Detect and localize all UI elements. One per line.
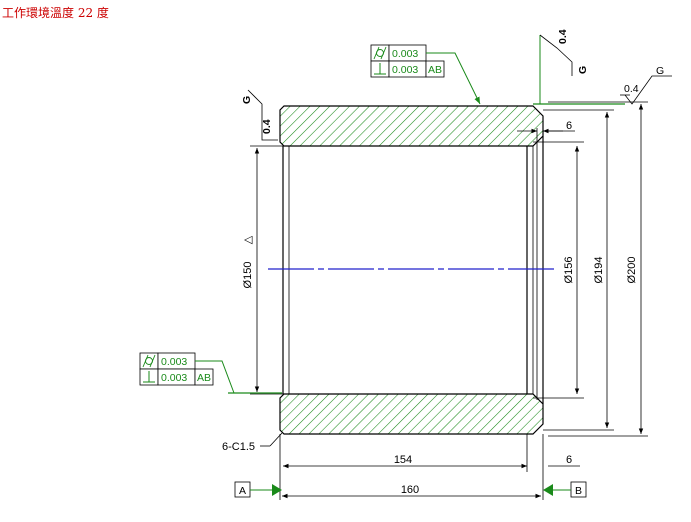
datum-b: B xyxy=(543,481,587,498)
length-dimensions: 154 160 xyxy=(279,434,541,500)
bore-symbol-icon: △ xyxy=(242,235,254,244)
general-roughness-grade: G xyxy=(577,66,589,74)
left-cylindricity-value: 0.003 xyxy=(161,356,187,368)
counterbore-diameter-label: Ø156 xyxy=(563,257,575,284)
part-section xyxy=(268,105,556,435)
outer-diameter-label: Ø200 xyxy=(626,257,638,284)
datum-b-label: B xyxy=(575,485,582,497)
outer-roughness-value: 0.4 xyxy=(624,83,639,95)
left-perpendicularity-value: 0.003 xyxy=(161,372,187,384)
datum-a-label: A xyxy=(239,485,246,497)
bore-dimension: Ø150 △ xyxy=(242,145,283,395)
top-cylindricity-value: 0.003 xyxy=(392,48,418,60)
perpendicularity-icon xyxy=(143,371,155,383)
left-tolerance-frame: 0.003 0.003 AB xyxy=(139,352,282,394)
diameter-dimensions: Ø156 Ø194 Ø200 xyxy=(533,101,648,437)
inner-diameter-label: Ø194 xyxy=(593,257,605,284)
chamfer-label: 6-C1.5 xyxy=(222,441,255,453)
upper-wall-section xyxy=(279,105,544,147)
step-bottom-label: 6 xyxy=(566,454,572,466)
bore-roughness-value: 0.4 xyxy=(261,119,273,134)
left-datum-ref: AB xyxy=(197,372,211,384)
cylindricity-icon xyxy=(373,46,387,60)
bore-roughness-symbol: G 0.4 xyxy=(241,89,278,141)
working-temperature-note: 工作環境溫度 22 度 xyxy=(2,6,109,20)
general-roughness-symbol: 0.4 G xyxy=(539,29,589,104)
outer-roughness-grade: G xyxy=(656,65,664,77)
general-roughness-value: 0.4 xyxy=(557,29,569,44)
total-length-label: 160 xyxy=(401,484,419,496)
inner-length-label: 154 xyxy=(394,454,412,466)
top-datum-ref: AB xyxy=(428,64,442,76)
top-perpendicularity-value: 0.003 xyxy=(392,64,418,76)
perpendicularity-icon xyxy=(374,63,386,75)
top-tolerance-frame: 0.003 0.003 AB xyxy=(370,44,481,105)
lower-wall-section xyxy=(279,393,544,435)
datum-a: A xyxy=(234,481,282,498)
step-top-label: 6 xyxy=(566,120,572,132)
chamfer-callout: 6-C1.5 xyxy=(222,432,283,453)
bore-roughness-grade: G xyxy=(241,96,253,104)
outer-roughness-symbol: 0.4 G xyxy=(533,65,672,105)
cylindricity-icon xyxy=(142,354,156,368)
bore-diameter-label: Ø150 xyxy=(242,262,254,289)
